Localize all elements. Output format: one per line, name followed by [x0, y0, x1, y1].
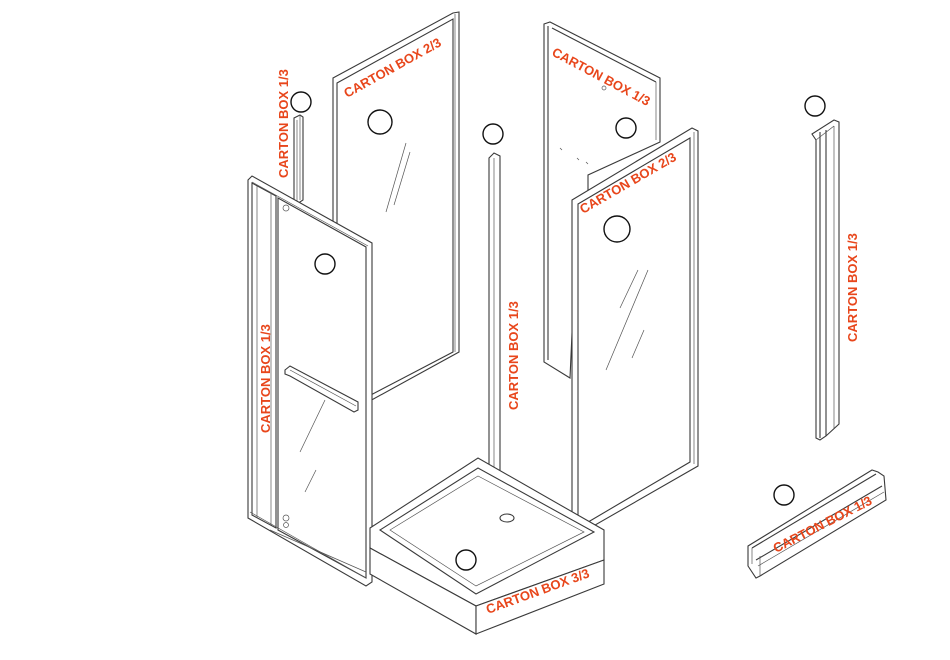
- left-post-callout: [291, 92, 311, 112]
- front-right-panel-callout: [604, 216, 630, 242]
- label-center-post: CARTON BOX 1/3: [506, 301, 521, 410]
- base-tray-callout: [456, 550, 476, 570]
- center-post: [483, 124, 503, 494]
- bottom-rail-callout: [774, 485, 794, 505]
- label-door: CARTON BOX 1/3: [258, 324, 273, 433]
- front-right-panel: [572, 128, 698, 536]
- door-callout: [315, 254, 335, 274]
- center-post-callout: [483, 124, 503, 144]
- back-right-panel-callout: [616, 118, 636, 138]
- left-post: [291, 92, 311, 204]
- right-profile: [805, 96, 839, 440]
- label-right-profile: CARTON BOX 1/3: [845, 233, 860, 342]
- label-left-post: CARTON BOX 1/3: [276, 69, 291, 178]
- back-left-panel-callout: [368, 110, 392, 134]
- right-profile-callout: [805, 96, 825, 116]
